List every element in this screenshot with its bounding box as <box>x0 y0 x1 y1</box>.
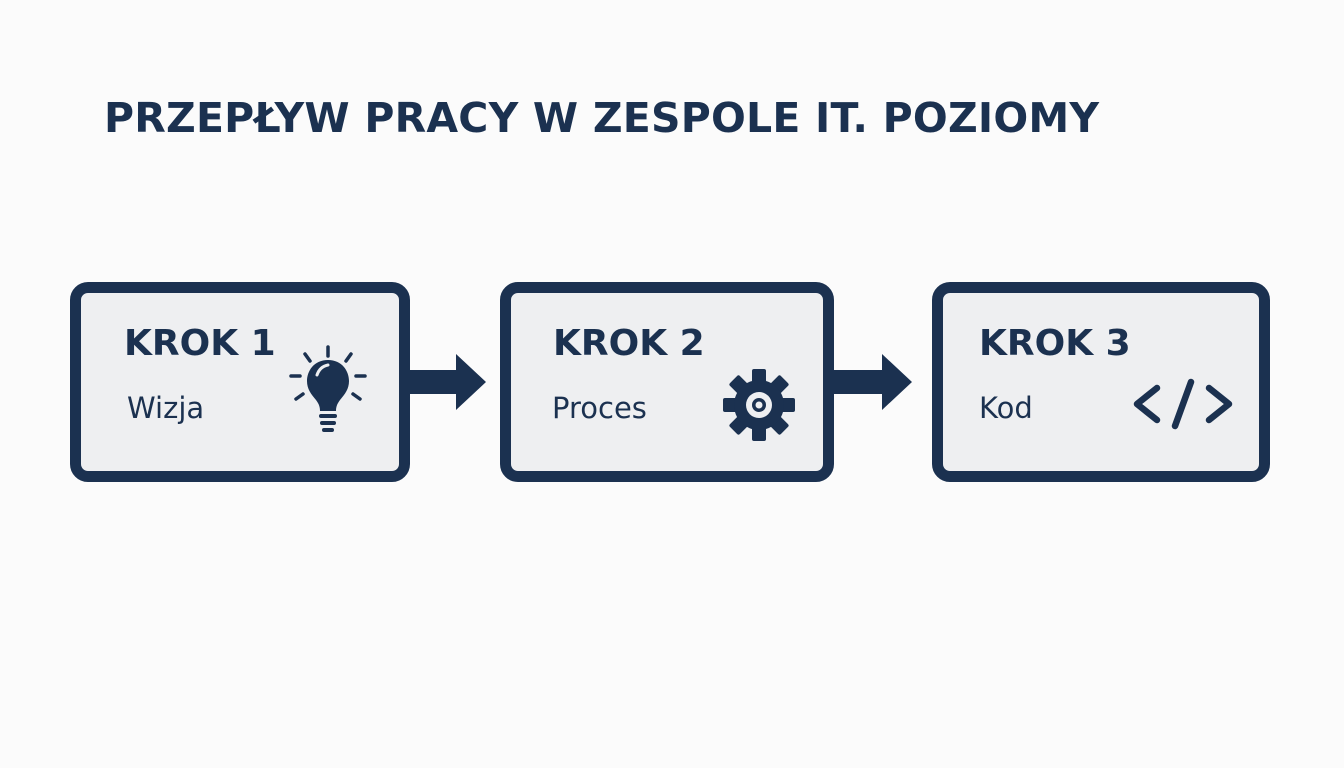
step-1-heading: KROK 1 <box>124 323 276 364</box>
step-2-label: Proces <box>552 391 647 425</box>
lightbulb-icon <box>289 345 367 432</box>
arrow-step-2-to-3 <box>832 354 912 410</box>
diagram-title: PRZEPŁYW PRACY W ZESPOLE IT. POZIOMY <box>104 94 1100 142</box>
step-1-label: Wizja <box>127 391 205 425</box>
arrow-step-1-to-2 <box>406 354 486 410</box>
step-1-box: KROK 1 Wizja <box>70 282 410 482</box>
step-2-heading: KROK 2 <box>553 323 705 364</box>
step-3-box: KROK 3 Kod <box>932 282 1270 482</box>
gear-icon <box>723 369 795 441</box>
step-3-heading: KROK 3 <box>979 323 1131 364</box>
step-3-label: Kod <box>979 391 1033 425</box>
step-2-box: KROK 2 Proces <box>500 282 834 482</box>
code-icon <box>1133 378 1233 430</box>
